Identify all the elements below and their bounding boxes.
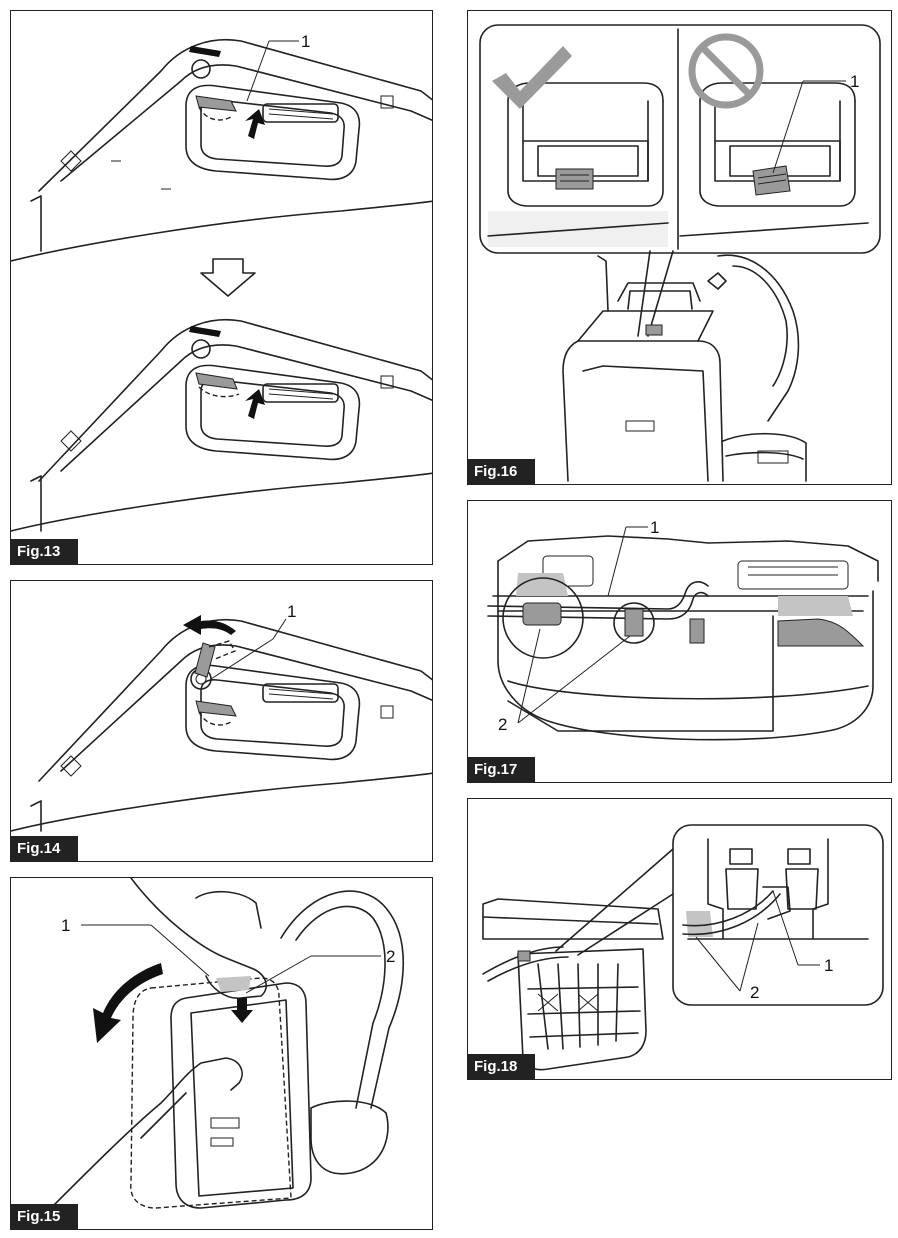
figure-14-drawing: 1 xyxy=(11,602,432,832)
callout-2: 2 xyxy=(498,715,507,734)
figure-label: Fig.17 xyxy=(468,757,536,782)
correct-view xyxy=(487,46,669,247)
rotate-arrow-icon xyxy=(93,963,163,1043)
figure-label: Fig.14 xyxy=(11,836,79,861)
callout-1: 1 xyxy=(650,518,659,537)
figure-13-panel: 1 Fig.13 xyxy=(10,10,433,565)
handle-lower-view xyxy=(11,319,432,532)
figure-label: Fig.18 xyxy=(468,1054,536,1079)
figure-label: Fig.13 xyxy=(11,539,79,564)
down-arrow-icon xyxy=(231,998,253,1023)
handle-upper-view xyxy=(11,39,432,262)
figure-label: Fig.16 xyxy=(468,459,536,484)
rotate-arrow-icon xyxy=(183,615,236,635)
figure-15-drawing: 1 2 xyxy=(50,878,405,1209)
checkmark-icon xyxy=(492,46,572,109)
figure-16-drawing: 1 xyxy=(479,24,881,482)
callout-1: 1 xyxy=(287,602,296,621)
callout-1: 1 xyxy=(301,32,310,51)
callout-2: 2 xyxy=(750,983,759,1002)
figure-18-drawing: 1 2 xyxy=(482,824,884,1071)
figure-18-panel: 1 2 Fig.18 xyxy=(467,798,892,1080)
callout-1: 1 xyxy=(824,956,833,975)
prohibited-icon xyxy=(688,33,764,109)
figure-15-panel: 1 2 Fig.15 xyxy=(10,877,433,1230)
incorrect-view: 1 xyxy=(679,33,869,237)
figure-17-panel: 1 2 Fig.17 xyxy=(467,500,892,783)
figure-16-panel: 1 Fig.16 xyxy=(467,10,892,485)
figure-label: Fig.15 xyxy=(11,1204,79,1229)
down-arrow-icon xyxy=(200,258,256,297)
figure-13-drawing: 1 xyxy=(11,32,432,532)
callout-2: 2 xyxy=(386,947,395,966)
callout-1: 1 xyxy=(61,916,70,935)
figure-17-drawing: 1 2 xyxy=(487,518,879,741)
figure-14-panel: 1 Fig.14 xyxy=(10,580,433,862)
callout-1: 1 xyxy=(850,72,859,91)
push-arrow-icon xyxy=(245,109,265,139)
